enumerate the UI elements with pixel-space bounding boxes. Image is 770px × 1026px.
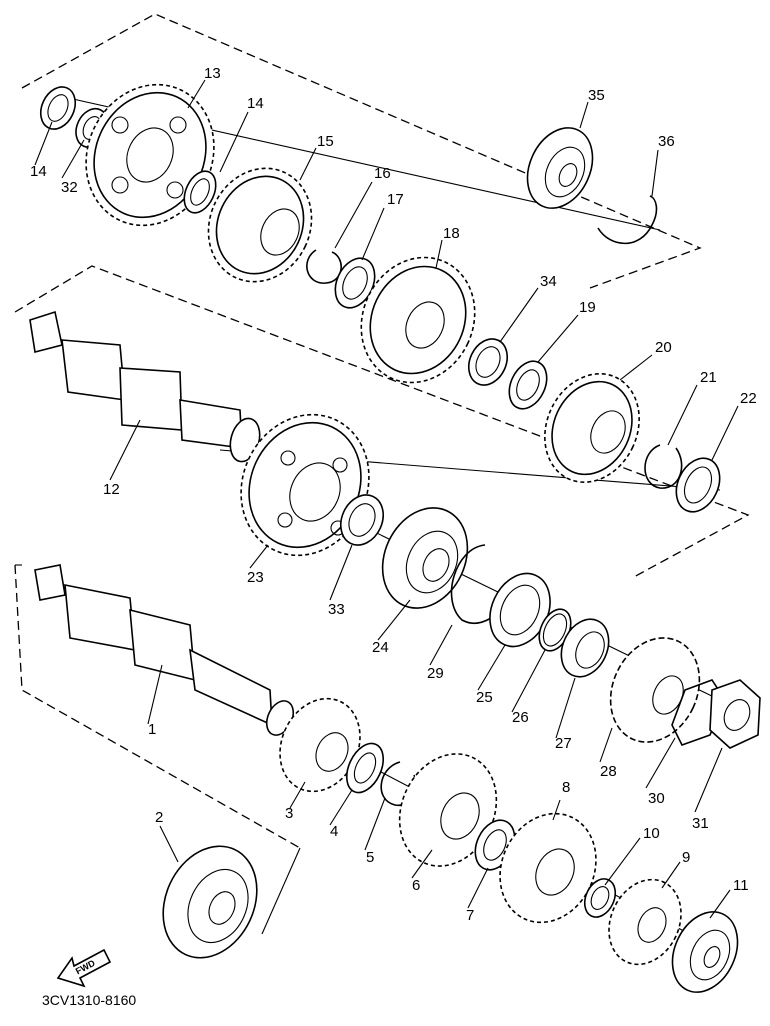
- part-label-15: 15: [317, 133, 334, 150]
- circlip-21: [644, 444, 683, 489]
- gear-9: [608, 878, 682, 966]
- bearing-11: [671, 911, 739, 993]
- part-label-13: 13: [204, 65, 221, 82]
- gear-18: [360, 256, 476, 384]
- part-label-31: 31: [692, 815, 709, 832]
- washer-14a: [39, 86, 77, 130]
- part-label-27: 27: [555, 735, 572, 752]
- part-label-6: 6: [412, 877, 420, 894]
- part-label-24: 24: [372, 639, 389, 656]
- washer-22: [675, 457, 721, 513]
- washer-19: [508, 360, 548, 410]
- fwd-arrow: FWD: [56, 948, 112, 988]
- group-outlines: [14, 13, 750, 935]
- gear-23: [240, 413, 370, 557]
- part-label-32: 32: [61, 179, 78, 196]
- part-label-18: 18: [443, 225, 460, 242]
- part-label-8: 8: [562, 779, 570, 796]
- bearing-2: [162, 845, 258, 959]
- bearing-24: [381, 507, 469, 609]
- part-label-25: 25: [476, 689, 493, 706]
- part-label-2: 2: [155, 809, 163, 826]
- part-label-34: 34: [540, 273, 557, 290]
- nut-31: [709, 679, 761, 749]
- middle-shaft-parts: [29, 310, 761, 749]
- part-label-19: 19: [579, 299, 596, 316]
- part-label-14: 14: [247, 95, 264, 112]
- gear-20: [544, 373, 640, 483]
- part-label-7: 7: [466, 907, 474, 924]
- part-label-4: 4: [330, 823, 338, 840]
- part-label-35: 35: [588, 87, 605, 104]
- top-shaft-parts: [39, 83, 658, 384]
- circlip-16: [306, 249, 342, 284]
- part-label-3: 3: [285, 805, 293, 822]
- shaft-12: [29, 310, 261, 463]
- part-label-11: 11: [733, 877, 749, 894]
- part-label-1: 1: [148, 721, 156, 738]
- part-label-17: 17: [387, 191, 404, 208]
- part-label-26: 26: [512, 709, 529, 726]
- part-label-33: 33: [328, 601, 345, 618]
- part-label-21: 21: [700, 369, 717, 386]
- part-label-36: 36: [658, 133, 675, 150]
- shaft-1: [34, 564, 295, 736]
- gear-15: [207, 167, 313, 283]
- part-label-5: 5: [366, 849, 374, 866]
- clip-36: [597, 195, 658, 245]
- part-label-22: 22: [740, 390, 757, 407]
- part-label-20: 20: [655, 339, 672, 356]
- leader-lines: [34, 79, 739, 919]
- part-label-12: 12: [103, 481, 120, 498]
- sprocket-28: [609, 637, 701, 743]
- bottom-shaft-parts: [34, 564, 739, 993]
- part-label-14: 14: [30, 163, 47, 180]
- drawing-code: 3CV1310-8160: [42, 992, 136, 1008]
- part-label-16: 16: [374, 165, 391, 182]
- gear-13: [85, 83, 215, 227]
- part-label-9: 9: [682, 849, 690, 866]
- part-label-29: 29: [427, 665, 444, 682]
- part-label-28: 28: [600, 763, 617, 780]
- lockwasher-30: [671, 679, 726, 746]
- part-label-23: 23: [247, 569, 264, 586]
- part-label-30: 30: [648, 790, 665, 807]
- washer-17: [334, 257, 376, 309]
- bearing-35: [526, 127, 594, 209]
- part-label-10: 10: [643, 825, 660, 842]
